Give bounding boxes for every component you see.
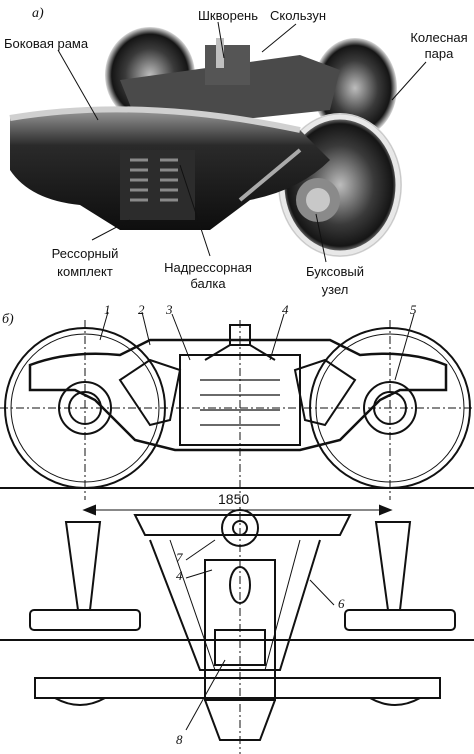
callout-2: 2 xyxy=(138,302,145,317)
label-spring-set-2: комплект xyxy=(57,264,113,279)
bogie-photo xyxy=(9,21,427,263)
callout-7: 7 xyxy=(176,550,183,565)
callout-4-top: 4 xyxy=(176,568,183,583)
callout-6: 6 xyxy=(338,596,345,611)
callout-4-side: 4 xyxy=(282,302,289,317)
callout-8: 8 xyxy=(176,732,183,747)
label-side-frame: Боковая рама xyxy=(4,36,89,51)
part-b-marker: б) xyxy=(2,312,14,327)
label-wheelset-2: пара xyxy=(424,46,454,61)
callout-1: 1 xyxy=(104,302,111,317)
dimension-wheelbase: 1850 xyxy=(218,491,250,507)
label-bolster-1: Надрессорная xyxy=(164,260,252,275)
label-spring-set-1: Рессорный xyxy=(51,246,119,261)
label-axle-box-1: Буксовый xyxy=(306,264,364,279)
label-king-pin: Шкворень xyxy=(198,8,259,23)
part-a-marker: а) xyxy=(32,6,44,21)
label-wheelset-1: Колесная xyxy=(410,30,468,45)
bogie-side-view xyxy=(0,311,474,754)
label-axle-box-2: узел xyxy=(321,282,349,297)
callout-3: 3 xyxy=(166,302,173,317)
label-bolster-2: балка xyxy=(190,276,226,291)
label-side-bearing: Скользун xyxy=(270,8,327,23)
callout-5: 5 xyxy=(410,302,417,317)
